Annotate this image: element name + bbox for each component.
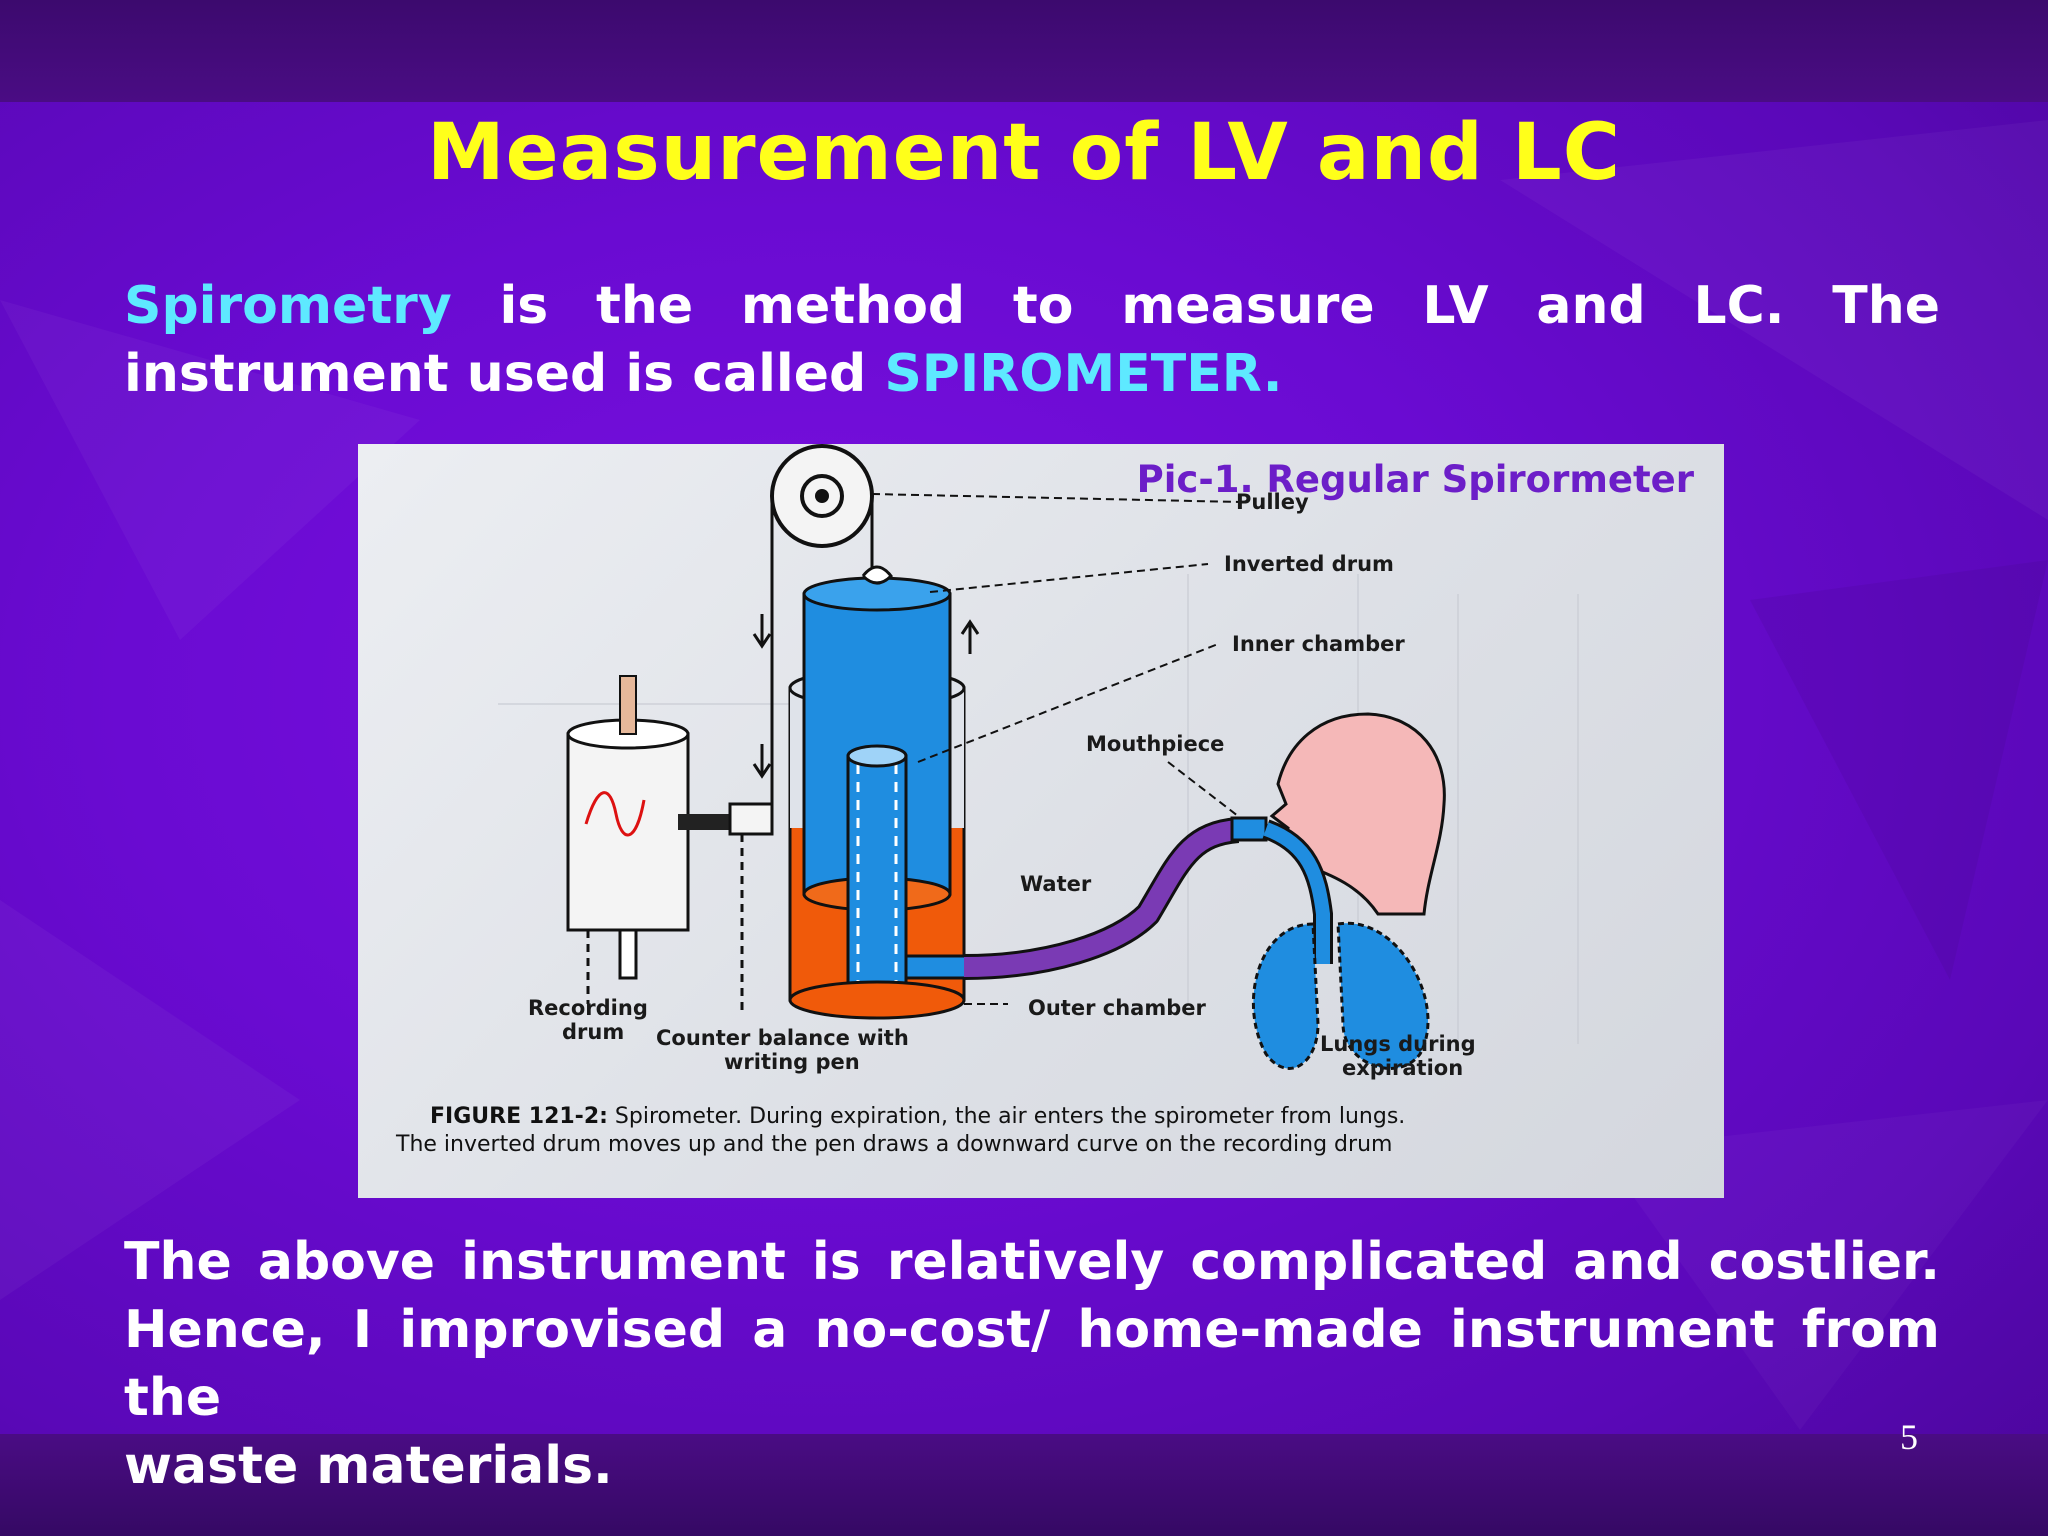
intro-text: is the method to measure LV and LC. The …	[124, 276, 1940, 404]
top-band	[0, 0, 2048, 102]
slide-number: 5	[1900, 1417, 1918, 1457]
pic-caption: Pic-1. Regular Spirormeter	[1136, 458, 1694, 501]
label-inner-chamber: Inner chamber	[1232, 632, 1405, 656]
breathing-hose	[963, 820, 1240, 977]
outro-line-2: Hence, I improvised a no-cost/ home-made…	[124, 1300, 1940, 1428]
label-counter-balance: Counter balance with	[656, 1026, 909, 1050]
spirometer-diagram	[498, 444, 1579, 1070]
label-pulley: Pulley	[1236, 490, 1309, 514]
term-spirometer: SPIROMETER.	[884, 344, 1283, 404]
label-lungs: Lungs during	[1320, 1032, 1476, 1056]
left-lung	[1251, 922, 1320, 1070]
head-icon	[1269, 712, 1446, 916]
label-writing-pen: writing pen	[724, 1050, 860, 1074]
outro-line-3: waste materials.	[124, 1436, 613, 1496]
label-inverted-drum: Inverted drum	[1224, 552, 1394, 576]
recording-drum	[566, 732, 690, 932]
intro-paragraph: Spirometry is the method to measure LV a…	[124, 272, 1940, 408]
label-mouthpiece: Mouthpiece	[1086, 732, 1225, 756]
spirometer-figure: Pic-1. Regular Spirormeter Pulley Invert…	[358, 444, 1724, 1198]
figure-caption-text: Spirometer. During expiration, the air e…	[607, 1104, 1406, 1129]
mouthpiece	[1230, 816, 1268, 842]
label-expiration: expiration	[1342, 1056, 1464, 1080]
right-lung	[1336, 921, 1430, 1070]
trace-curve	[584, 791, 646, 837]
label-recording: Recording	[528, 996, 648, 1020]
figure-caption-label: FIGURE 121-2:	[430, 1104, 608, 1129]
term-spirometry: Spirometry	[124, 276, 452, 336]
slide-title: Measurement of LV and LC	[427, 108, 1621, 198]
label-recording-drum: drum	[562, 1020, 625, 1044]
label-outer-chamber: Outer chamber	[1028, 996, 1206, 1020]
outro-line-1: The above instrument is relatively compl…	[124, 1232, 1940, 1292]
figure-caption-line2: The inverted drum moves up and the pen d…	[396, 1132, 1393, 1157]
bottom-band	[0, 1434, 2048, 1536]
label-water: Water	[1020, 872, 1092, 896]
figure-caption-line1: FIGURE 121-2: Spirometer. During expirat…	[430, 1104, 1405, 1129]
outro-paragraph: The above instrument is relatively compl…	[124, 1228, 1940, 1500]
